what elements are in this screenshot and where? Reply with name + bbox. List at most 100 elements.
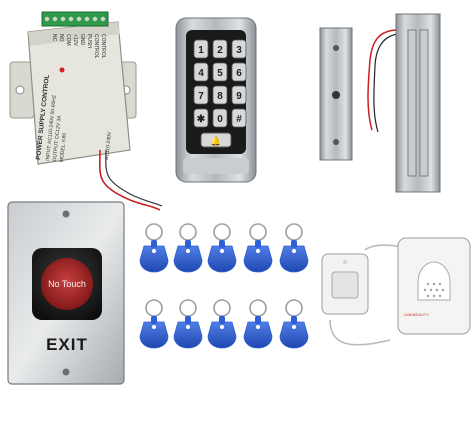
maglock-core-left [407, 29, 417, 177]
keyfob-body [207, 321, 237, 349]
keyfob-hole-icon [152, 249, 156, 253]
key-ring-icon [213, 223, 231, 241]
keyfob-tab [185, 316, 191, 324]
keyfob-hole-icon [292, 249, 296, 253]
keyfob-tab [151, 316, 157, 324]
psu-terminal-label: +12V [72, 34, 78, 46]
keyfob-body [173, 321, 203, 349]
rfid-keyfob-set [139, 223, 309, 349]
psu-terminal-label: GND [79, 34, 85, 46]
keypad-key[interactable] [212, 108, 228, 128]
keypad-key[interactable] [231, 108, 247, 128]
keypad-key-label: 9 [236, 91, 242, 102]
exit-label: EXIT [46, 335, 88, 354]
speaker-grille-icon [423, 282, 445, 298]
keypad-bottom-plate [183, 158, 249, 174]
psu-spec-output: OUTPUT: DC12V 3A [52, 114, 63, 161]
rfid-keyfob [173, 299, 203, 349]
key-ring-icon [145, 299, 163, 317]
keyfob-tab [255, 240, 261, 248]
keypad-key-label: 4 [198, 68, 204, 79]
keyfob-tab [219, 240, 225, 248]
keypad-key[interactable] [193, 85, 209, 105]
key-ring-icon [249, 299, 267, 317]
keypad-bell-key[interactable] [200, 132, 232, 148]
keyfob-body [279, 321, 309, 349]
keypad-key[interactable] [193, 108, 209, 128]
keypad-key[interactable] [212, 85, 228, 105]
keypad-key[interactable] [231, 85, 247, 105]
keypad-key[interactable] [193, 62, 209, 82]
keypad-key-label: ✱ [197, 114, 206, 125]
keyfob-body [173, 245, 203, 273]
keypad-key-label: 8 [217, 91, 223, 102]
rfid-keyfob [139, 299, 169, 349]
magnetic-lock [367, 13, 441, 193]
keypad-key-label: 0 [217, 114, 223, 125]
psu-wire-red [98, 149, 161, 211]
keypad-key[interactable] [231, 62, 247, 82]
exit-button-panel: No Touch EXIT [7, 201, 125, 385]
bell-icon [417, 261, 451, 301]
key-ring-icon [213, 299, 231, 317]
keyfob-body [279, 245, 309, 273]
keyfob-tab [151, 240, 157, 248]
keyfob-tab [185, 240, 191, 248]
exit-screw-icon [62, 210, 70, 218]
psu-model: MODEL: K80 [59, 132, 68, 162]
rfid-keyfob [279, 223, 309, 273]
key-ring-icon [145, 223, 163, 241]
keypad-key[interactable] [212, 62, 228, 82]
keypad-key-label: 5 [217, 68, 223, 79]
armature-screw-icon [333, 45, 339, 51]
keypad-key-label: 6 [236, 68, 242, 79]
power-supply-unit: CONTROL CONTROL PUSH GND +12V COM NO NC … [9, 11, 163, 211]
psu-led-icon [59, 67, 65, 73]
key-ring-icon [285, 299, 303, 317]
exit-screw-icon [62, 368, 70, 376]
key-ring-icon [179, 299, 197, 317]
psu-terminal-block [41, 11, 109, 27]
psu-ac-label: AC110-240V [104, 131, 113, 160]
keypad-key-label: 2 [217, 45, 223, 56]
keypad-key[interactable] [193, 39, 209, 59]
maglock-body [395, 13, 441, 193]
keypad-key[interactable] [231, 39, 247, 59]
keypad-key[interactable] [212, 39, 228, 59]
keyfob-body [139, 321, 169, 349]
rfid-keyfob [139, 223, 169, 273]
keyfob-body [243, 321, 273, 349]
wireless-doorbell: LINKBEAUTY [321, 237, 471, 346]
rfid-keyfob [207, 223, 237, 273]
touch-sensor-icon [41, 258, 93, 310]
psu-case-top-edge [28, 22, 120, 46]
armature-plate [319, 27, 353, 161]
psu-terminal-label: PUSH [86, 34, 92, 48]
doorbell-indicator-icon [343, 260, 347, 264]
doorbell-brand: LINKBEAUTY [404, 312, 429, 317]
keypad-key-label: 3 [236, 45, 242, 56]
psu-wire-black [105, 149, 163, 207]
key-ring-icon [179, 223, 197, 241]
rfid-keyfob [173, 223, 203, 273]
psu-terminal-screws [44, 16, 106, 22]
armature-screw-icon [332, 91, 340, 99]
psu-terminal-label: CONTROL [100, 34, 106, 59]
bell-icon: 🔔 [210, 136, 221, 146]
keyfob-hole-icon [186, 249, 190, 253]
maglock-wire-red [367, 29, 399, 131]
keyfob-hole-icon [256, 325, 260, 329]
keyfob-hole-icon [220, 325, 224, 329]
keypad-key-label: 7 [198, 91, 204, 102]
sensor-label: No Touch [48, 279, 86, 289]
keyfob-tab [255, 316, 261, 324]
keyfob-body [139, 245, 169, 273]
psu-screw-hole-icon [15, 85, 25, 95]
psu-terminal-label: NC [51, 34, 57, 42]
keyfob-tab [219, 316, 225, 324]
keyfob-hole-icon [152, 325, 156, 329]
maglock-wire-black [373, 33, 399, 133]
rfid-keyfob [243, 223, 273, 273]
psu-terminal-label: NO [58, 34, 64, 42]
